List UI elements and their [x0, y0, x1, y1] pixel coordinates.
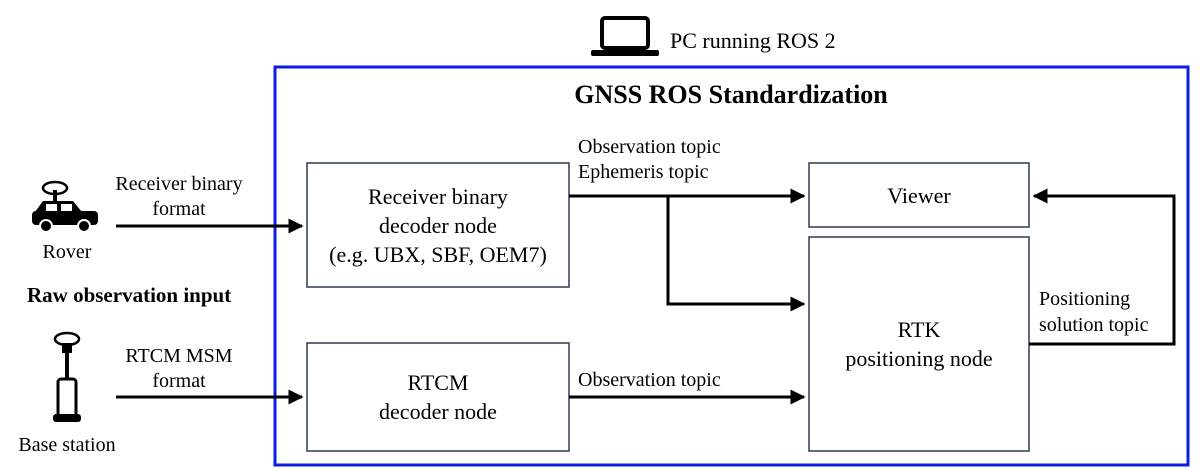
rtk-to-viewer-arrow: [1029, 188, 1176, 346]
system-title: GNSS ROS Standardization: [574, 80, 888, 109]
rtk-box: [808, 236, 1030, 452]
rover-format-line1: Receiver binary: [115, 173, 243, 195]
raw-input-label: Raw observation input: [27, 283, 232, 307]
rtcm-decoder-line2: decoder node: [379, 399, 497, 424]
rtk-line1: RTK: [897, 317, 941, 342]
viewer-node: Viewer: [809, 163, 1029, 227]
rover-format-line2: format: [152, 198, 206, 220]
observation-topic-label: Observation topic: [578, 136, 721, 158]
receiver-decoder-line2: decoder node: [379, 212, 497, 238]
viewer-label: Viewer: [887, 182, 951, 208]
base-format-line2: format: [152, 370, 206, 392]
solution-topic-line1: Positioning: [1039, 288, 1131, 310]
rtk-line2: positioning node: [845, 346, 993, 371]
rtcm-observation-topic-label: Observation topic: [578, 369, 721, 391]
receiver-to-rtk-arrow: [666, 196, 806, 312]
rover-label: Rover: [42, 241, 92, 263]
solution-topic-line2: solution topic: [1039, 314, 1149, 336]
car-icon: [32, 180, 98, 233]
rtcm-decoder-box: [306, 342, 570, 452]
receiver-decoder-line3: (e.g. UBX, SBF, OEM7): [329, 241, 547, 267]
receiver-decoder-node: Receiver binary decoder node (e.g. UBX, …: [307, 163, 569, 287]
viewer-box: [808, 162, 1030, 228]
laptop-icon: [591, 16, 659, 56]
receiver-decoder-line1: Receiver binary: [368, 183, 508, 209]
rtk-node: RTK positioning node: [809, 237, 1029, 451]
rtcm-decoder-line1: RTCM: [407, 370, 469, 395]
base-station-icon: [53, 331, 81, 422]
system-frame: [273, 65, 1190, 467]
pc-label: PC running ROS 2: [670, 28, 836, 53]
rtcm-decoder-node: RTCM decoder node: [307, 343, 569, 451]
base-format-line1: RTCM MSM: [125, 345, 233, 367]
base-station-label: Base station: [18, 434, 116, 456]
receiver-decoder-box: [306, 162, 570, 288]
ephemeris-topic-label: Ephemeris topic: [578, 161, 709, 183]
